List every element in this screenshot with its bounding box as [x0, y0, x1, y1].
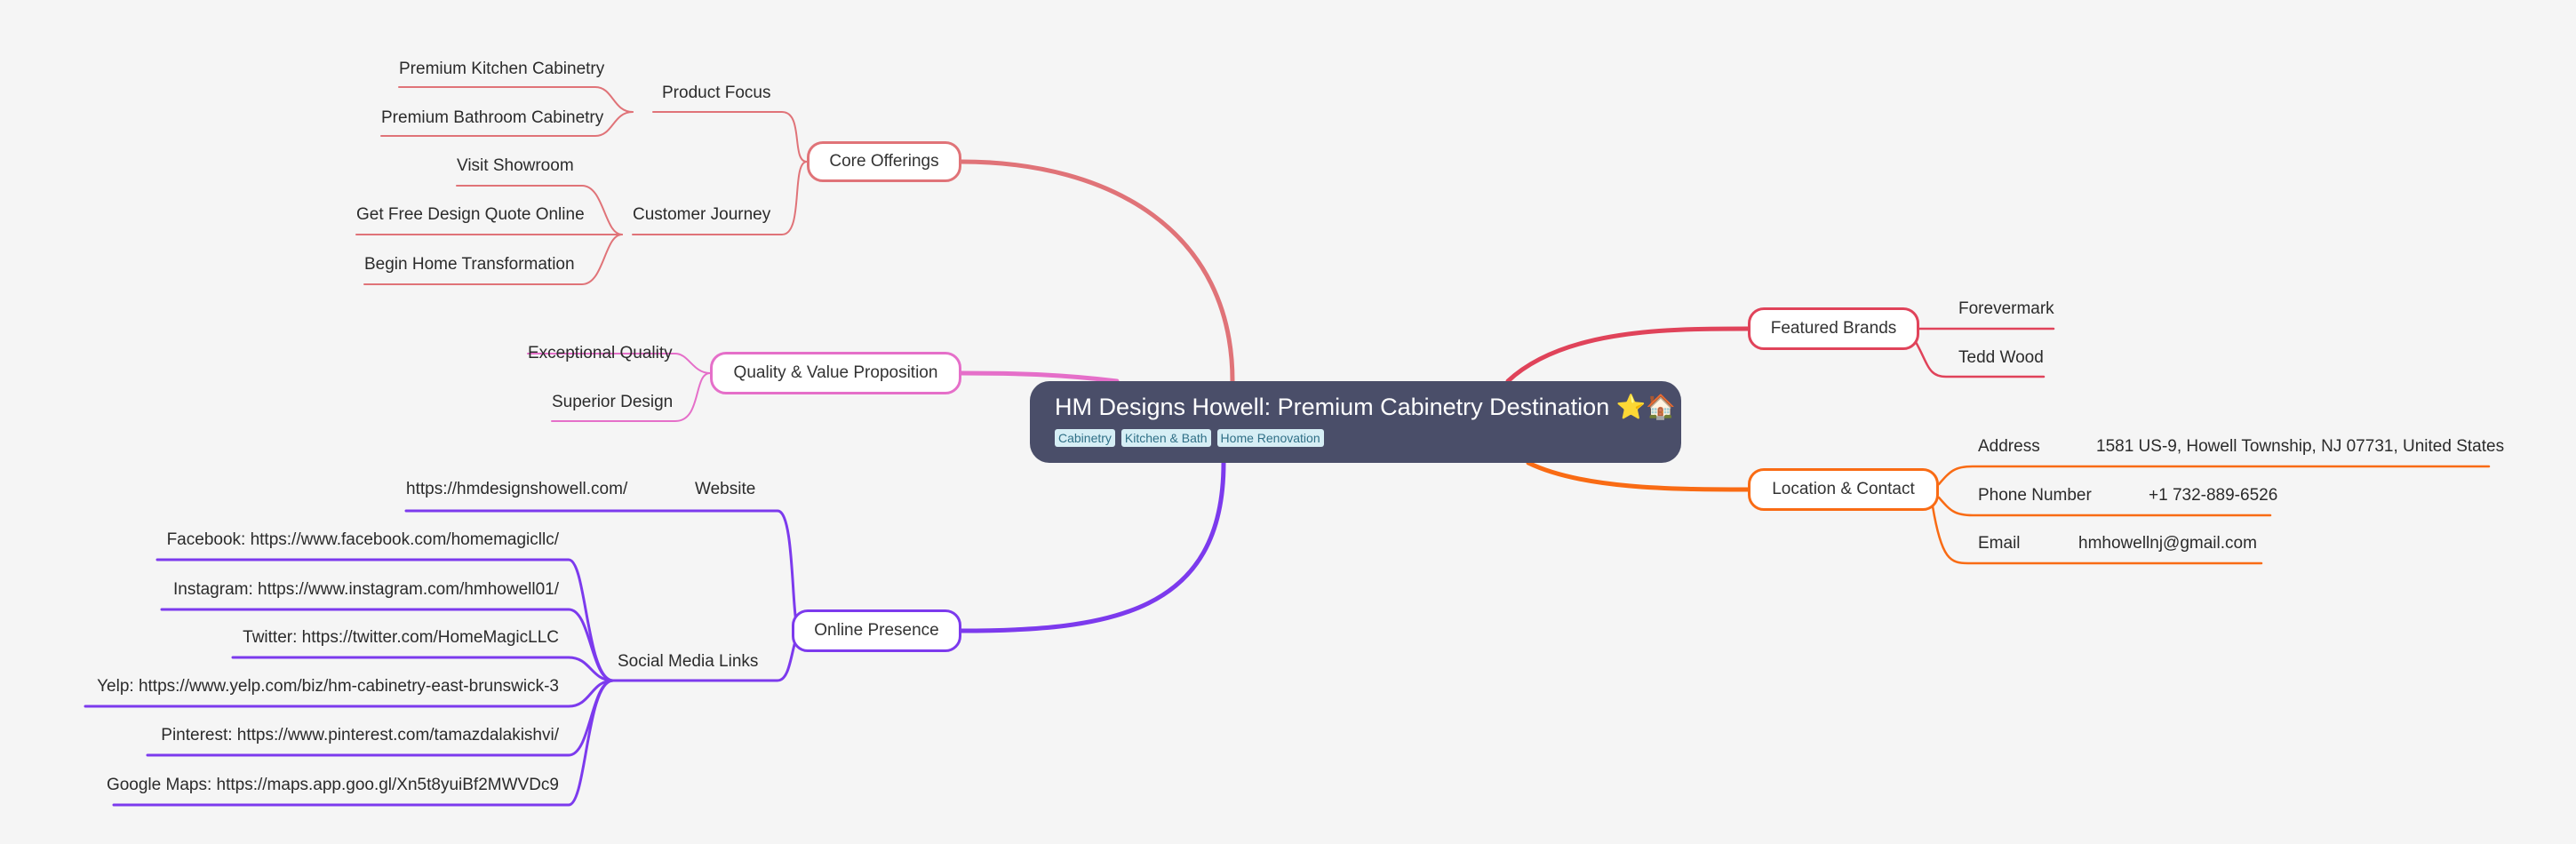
tag-kitchen-bath[interactable]: Kitchen & Bath: [1121, 429, 1211, 447]
star-house-emoji-icon: ⭐🏠: [1615, 394, 1676, 420]
leaf-home-transformation[interactable]: Begin Home Transformation: [364, 255, 575, 274]
email-value[interactable]: hmhowellnj@gmail.com: [2078, 534, 2257, 553]
phone-value[interactable]: +1 732-889-6526: [2149, 486, 2278, 505]
leaf-exceptional-quality[interactable]: Exceptional Quality: [528, 344, 673, 362]
social-instagram[interactable]: Instagram: https://www.instagram.com/hmh…: [172, 580, 559, 599]
root-node[interactable]: HM Designs Howell: Premium Cabinetry Des…: [1030, 381, 1681, 463]
leaf-visit-showroom[interactable]: Visit Showroom: [457, 156, 574, 175]
online-presence-node[interactable]: Online Presence: [792, 609, 961, 652]
website-node[interactable]: Website: [695, 480, 756, 498]
social-media-node[interactable]: Social Media Links: [618, 652, 759, 671]
leaf-bathroom-cabinetry[interactable]: Premium Bathroom Cabinetry: [381, 108, 604, 127]
address-label[interactable]: Address: [1978, 437, 2040, 456]
email-label[interactable]: Email: [1978, 534, 2021, 553]
brand-tedd-wood[interactable]: Tedd Wood: [1958, 348, 2044, 367]
social-facebook[interactable]: Facebook: https://www.facebook.com/homem…: [166, 530, 559, 549]
leaf-free-quote[interactable]: Get Free Design Quote Online: [356, 205, 585, 224]
phone-label[interactable]: Phone Number: [1978, 486, 2092, 505]
address-value[interactable]: 1581 US-9, Howell Township, NJ 07731, Un…: [2096, 437, 2505, 456]
social-twitter[interactable]: Twitter: https://twitter.com/HomeMagicLL…: [243, 628, 559, 647]
customer-journey-node[interactable]: Customer Journey: [633, 205, 771, 224]
quality-value-node[interactable]: Quality & Value Proposition: [710, 352, 961, 394]
tag-home-renovation[interactable]: Home Renovation: [1216, 429, 1324, 447]
location-contact-node[interactable]: Location & Contact: [1748, 468, 1939, 511]
tag-cabinetry[interactable]: Cabinetry: [1055, 429, 1115, 447]
social-yelp[interactable]: Yelp: https://www.yelp.com/biz/hm-cabine…: [97, 677, 559, 696]
brand-forevermark[interactable]: Forevermark: [1958, 299, 2054, 318]
leaf-kitchen-cabinetry[interactable]: Premium Kitchen Cabinetry: [399, 60, 605, 78]
social-google-maps[interactable]: Google Maps: https://maps.app.goo.gl/Xn5…: [106, 776, 559, 794]
leaf-superior-design[interactable]: Superior Design: [552, 393, 674, 411]
root-title: HM Designs Howell: Premium Cabinetry Des…: [1055, 394, 1610, 420]
website-url[interactable]: https://hmdesignshowell.com/: [406, 480, 628, 498]
social-pinterest[interactable]: Pinterest: https://www.pinterest.com/tam…: [161, 726, 559, 744]
core-offerings-node[interactable]: Core Offerings: [807, 141, 961, 182]
featured-brands-node[interactable]: Featured Brands: [1748, 307, 1919, 350]
product-focus-node[interactable]: Product Focus: [662, 84, 771, 102]
